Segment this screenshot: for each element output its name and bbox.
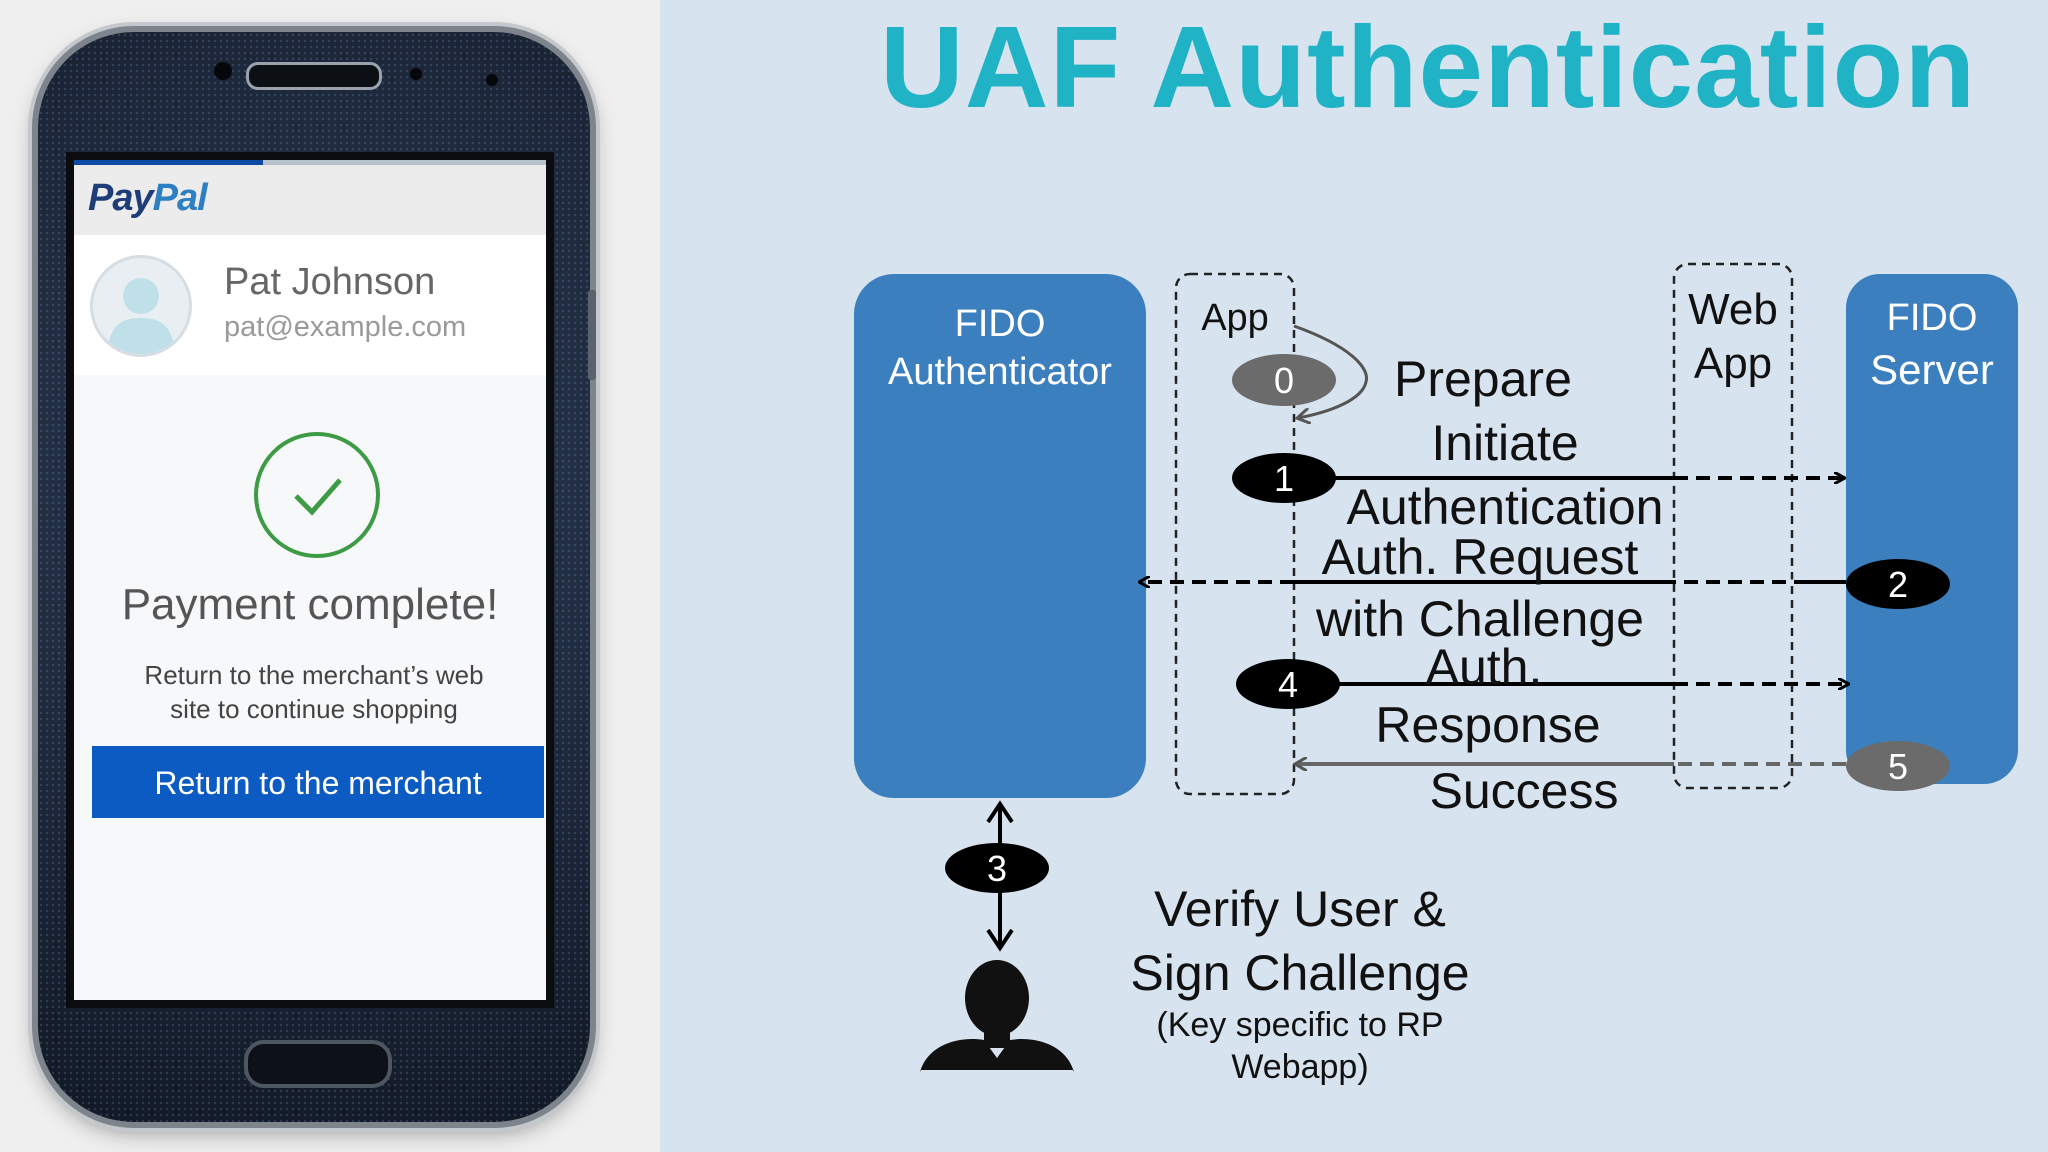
fido-server-label: Server — [1870, 346, 1994, 393]
phone-device: PayPal Pat Johnson pat@example.com Payme… — [38, 32, 590, 1122]
step-badge — [1846, 559, 1950, 609]
user-card: Pat Johnson pat@example.com — [74, 235, 546, 375]
loading-bar — [74, 160, 546, 165]
step-badge — [1232, 453, 1336, 503]
return-message-line: Return to the merchant’s web — [144, 660, 484, 690]
step-badge-number: 4 — [1278, 664, 1298, 705]
app-box — [1174, 272, 1296, 796]
key-note-label: Webapp) — [1231, 1048, 1368, 1086]
authentication-label: Authentication — [1347, 479, 1664, 535]
phone-camera-icon — [214, 62, 232, 80]
step-badge — [1236, 659, 1340, 709]
phone-sensor-icon — [486, 74, 498, 86]
step-badge-number: 2 — [1888, 564, 1908, 605]
fido-authenticator-label: Authenticator — [888, 351, 1112, 393]
step3-arrow — [986, 800, 1014, 824]
paypal-header: PayPal — [74, 165, 546, 235]
key-note-label: (Key specific to RP — [1156, 1006, 1443, 1044]
step-badge-number: 5 — [1888, 746, 1908, 787]
success-label: Success — [1430, 763, 1619, 819]
with-challenge-label: with Challenge — [1315, 591, 1644, 647]
fido-authenticator-box — [854, 274, 1146, 798]
payment-status: Payment complete! — [121, 580, 499, 629]
response-label: Response — [1375, 697, 1600, 753]
user-icon — [920, 960, 1074, 1072]
return-message: Return to the merchant’s web site to con… — [114, 658, 514, 726]
phone-sensor-icon — [410, 68, 422, 80]
web-app-label: App — [1694, 339, 1772, 388]
return-to-merchant-button[interactable]: Return to the merchant — [92, 746, 544, 818]
app-label: App — [1201, 297, 1269, 339]
step-badge-number: 1 — [1274, 458, 1294, 499]
verify-user-label: Verify User & — [1154, 881, 1446, 937]
fido-authenticator-label: FIDO — [955, 303, 1046, 345]
step3-arrow — [986, 928, 1014, 952]
web-app-box — [1672, 262, 1794, 790]
avatar-icon — [90, 255, 192, 357]
user-name: Pat Johnson — [224, 261, 436, 303]
auth-label: Auth. — [1426, 639, 1543, 695]
step-badge-number: 3 — [987, 848, 1007, 889]
return-message-line: site to continue shopping — [170, 694, 458, 724]
web-app-label: Web — [1688, 285, 1778, 334]
page-title: UAF Authentication — [880, 2, 1977, 132]
paypal-logo: PayPal — [88, 177, 208, 219]
step-badge — [1232, 354, 1336, 406]
phone-screen: PayPal Pat Johnson pat@example.com Payme… — [66, 152, 554, 1008]
fido-server-box — [1846, 274, 2018, 784]
sign-challenge-label: Sign Challenge — [1130, 945, 1469, 1001]
fido-server-label: FIDO — [1887, 297, 1978, 339]
step0-loop-arrow — [1293, 324, 1368, 418]
initiate-label: Initiate — [1431, 415, 1578, 471]
phone-side-button — [588, 290, 596, 380]
checkmark-icon — [254, 432, 380, 558]
step-badge-number: 0 — [1274, 360, 1294, 401]
prepare-label: Prepare — [1394, 351, 1572, 407]
user-email: pat@example.com — [224, 311, 467, 343]
phone-speaker — [246, 62, 382, 90]
step-badge — [1846, 741, 1950, 791]
step-badge — [945, 843, 1049, 893]
auth-request-label: Auth. Request — [1322, 529, 1639, 585]
home-button[interactable] — [244, 1040, 392, 1088]
